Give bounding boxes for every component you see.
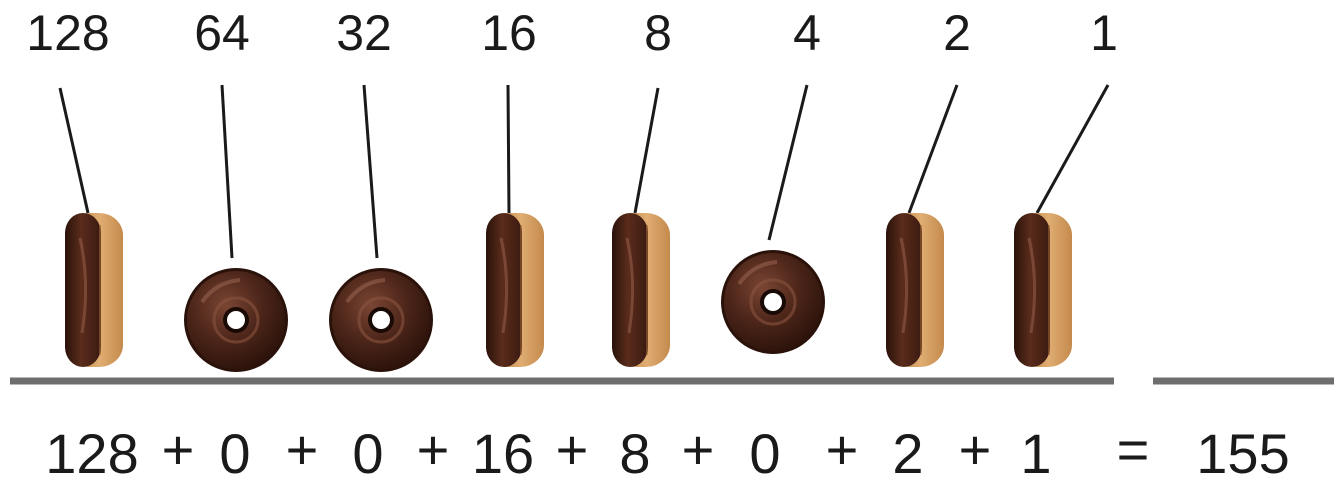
plus-sign: + <box>162 418 195 481</box>
place-value-label-16: 16 <box>481 5 537 61</box>
sum-operand: 1 <box>1020 422 1051 484</box>
place-value-label-128: 128 <box>26 5 109 61</box>
plus-sign: + <box>682 418 715 481</box>
donut-side-icon <box>1014 213 1072 367</box>
plus-sign: + <box>417 418 450 481</box>
donut-side-icon <box>65 213 123 367</box>
plus-sign: + <box>556 418 589 481</box>
donut-top-icon <box>329 268 433 372</box>
donut-side-icon <box>612 213 670 367</box>
donut-side-icon <box>486 213 544 367</box>
plus-sign: + <box>959 418 992 481</box>
place-value-label-4: 4 <box>793 5 821 61</box>
sum-operand: 8 <box>619 422 650 484</box>
pointer-line-64 <box>220 84 234 259</box>
plus-sign: + <box>826 418 859 481</box>
sum-operand: 0 <box>219 422 250 484</box>
sum-operand: 2 <box>892 422 923 484</box>
pointer-line-8 <box>633 87 660 214</box>
pointer-line-128 <box>58 87 90 214</box>
place-value-label-2: 2 <box>943 5 971 61</box>
place-value-label-1: 1 <box>1090 5 1118 61</box>
sum-operand: 16 <box>472 422 534 484</box>
sum-operand: 128 <box>45 422 138 484</box>
sum-result: 155 <box>1196 422 1289 484</box>
pointer-line-16 <box>506 84 511 214</box>
place-value-label-8: 8 <box>644 5 672 61</box>
pointer-line-2 <box>907 84 959 214</box>
sum-operand: 0 <box>352 422 383 484</box>
sum-equation: 128 +0 +0 +16 +8 +0 +2 +1 = 155 <box>45 418 1289 484</box>
place-value-label-64: 64 <box>194 5 250 61</box>
plus-sign: + <box>286 418 319 481</box>
pointer-line-4 <box>767 84 809 241</box>
donut-top-icon <box>184 268 288 372</box>
sum-operand: 0 <box>749 422 780 484</box>
donut-top-icon <box>721 250 825 354</box>
place-value-labels: 128 64 32 16 8 4 2 1 <box>26 5 1118 61</box>
pointer-line-1 <box>1035 84 1110 214</box>
equals-sign: = <box>1117 418 1150 481</box>
pointer-line-32 <box>362 84 379 259</box>
place-value-label-32: 32 <box>336 5 392 61</box>
donut-side-icon <box>886 213 944 367</box>
donut-row <box>65 213 1072 372</box>
pointer-lines <box>58 84 1110 259</box>
